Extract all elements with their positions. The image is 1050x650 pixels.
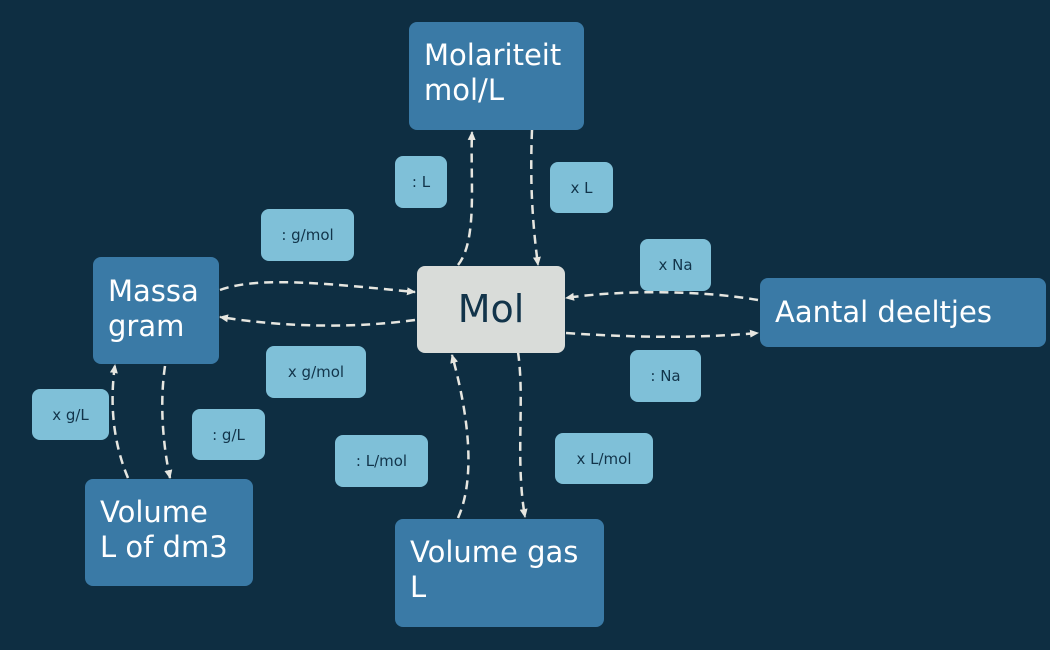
label-div-na: : Na (630, 350, 701, 402)
arrow-aantal-to-mol (565, 291, 759, 302)
node-aantal-deeltjes: Aantal deeltjes (760, 278, 1046, 347)
node-volume-line1: Volume (100, 495, 208, 529)
label-div-gmol: : g/mol (261, 209, 354, 261)
node-aantal-label: Aantal deeltjes (775, 295, 992, 330)
node-volume: Volume L of dm3 (85, 479, 253, 586)
node-volume-gas: Volume gas L (395, 519, 604, 627)
node-mol: Mol (417, 266, 565, 353)
arrow-mol-to-massa (219, 314, 416, 327)
arrow-massa-to-mol (219, 280, 416, 296)
node-massa-line1: Massa (108, 274, 199, 308)
label-times-l: x L (550, 162, 613, 213)
node-molariteit-line2: mol/L (424, 72, 504, 107)
arrow-mol-to-molariteit (457, 131, 476, 266)
node-volume-gas-line1: Volume gas (410, 535, 579, 569)
label-div-l: : L (395, 156, 447, 208)
label-div-lmol: : L/mol (335, 435, 428, 487)
arrow-massa-to-volume (161, 365, 173, 479)
label-div-gl: : g/L (192, 409, 265, 460)
arrow-volume-gas-to-mol (450, 354, 470, 519)
arrow-molariteit-to-mol (530, 129, 541, 266)
arrow-volume-to-massa (109, 364, 130, 479)
node-molariteit-line1: Molariteit (424, 38, 562, 72)
node-volume-line2: L of dm3 (100, 529, 228, 564)
arrow-mol-to-volume-gas (516, 351, 528, 518)
node-volume-gas-line2: L (410, 569, 427, 604)
label-times-lmol: x L/mol (555, 433, 653, 484)
node-massa-line2: gram (108, 308, 185, 343)
node-mol-label: Mol (457, 286, 525, 331)
label-times-gmol: x g/mol (266, 346, 366, 398)
label-times-gl: x g/L (32, 389, 109, 440)
node-massa: Massa gram (93, 257, 219, 364)
node-molariteit: Molariteit mol/L (409, 22, 584, 130)
label-times-na: x Na (640, 239, 711, 291)
arrow-mol-to-aantal (565, 329, 759, 338)
